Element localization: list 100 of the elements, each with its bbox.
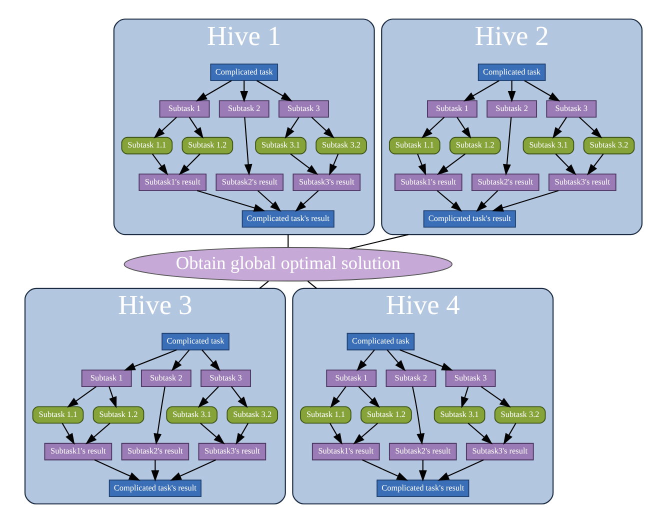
node-box: Subtask3's result <box>466 442 534 460</box>
node-box: Subtask 1.1 <box>300 406 352 424</box>
arrow <box>230 386 248 408</box>
arrow <box>358 386 380 408</box>
arrow <box>124 349 177 371</box>
node-box: Subtask 1.1 <box>32 406 84 424</box>
arrow <box>502 117 512 176</box>
node-box: Subtask 3 <box>445 370 496 387</box>
node-box: Subtask 1 <box>81 370 132 387</box>
node-ellipse: Obtain global optimal solution <box>124 247 452 282</box>
arrow <box>508 80 516 102</box>
node-box: Subtask 1 <box>159 100 210 118</box>
arrow <box>436 190 462 212</box>
arrow <box>329 154 339 176</box>
arrow <box>196 80 232 102</box>
arrow <box>503 422 516 445</box>
arrow <box>244 117 252 176</box>
arrow <box>555 154 576 176</box>
arrow <box>198 386 219 408</box>
arrow <box>202 350 220 372</box>
node-box: Subtask 1.2 <box>449 136 501 154</box>
node-box: Complicated task <box>162 332 230 350</box>
arrow <box>94 459 140 481</box>
arrow <box>284 116 300 139</box>
node-box: Subtask 3 <box>546 100 597 118</box>
node-box: Subtask 1 <box>427 100 478 118</box>
node-box: Subtask 1.1 <box>388 136 440 154</box>
arrow <box>171 350 190 372</box>
node-box: Complicated task <box>478 64 546 81</box>
arrow <box>330 422 342 445</box>
arrow <box>362 459 408 481</box>
arrow <box>151 460 160 482</box>
arrow <box>200 422 225 444</box>
node-box: Subtask 1.1 <box>121 136 173 154</box>
arrow <box>400 349 454 371</box>
node-box: Subtask1's result <box>44 442 112 460</box>
node-box: Subtask 2 <box>140 370 192 387</box>
arrow <box>438 459 484 481</box>
arrow <box>152 154 168 176</box>
node-box: Subtask3's result <box>548 174 616 192</box>
arrow <box>579 116 602 138</box>
node-box: Subtask 1.2 <box>182 136 234 154</box>
node-box: Subtask 3.2 <box>316 136 367 154</box>
node-box: Subtask 1 <box>326 370 377 387</box>
arrow <box>188 116 204 139</box>
arrow <box>412 386 425 445</box>
arrow <box>476 190 498 212</box>
arrow <box>353 422 378 444</box>
arrow <box>257 190 282 212</box>
arrow <box>256 80 293 102</box>
arrow <box>178 154 200 176</box>
node-box: Subtask1's result <box>394 174 462 192</box>
arrow <box>240 80 248 102</box>
node-box: Subtask1's result <box>312 442 380 460</box>
arrow <box>552 116 567 139</box>
node-box: Subtask 1.2 <box>92 406 144 424</box>
node-box: Subtask 2 <box>486 100 538 118</box>
arrow <box>236 422 249 445</box>
arrow <box>154 116 177 138</box>
node-box: Subtask3's result <box>198 442 266 460</box>
node-box: Subtask 3.2 <box>494 406 546 424</box>
node-box: Complicated task's result <box>242 210 334 228</box>
node-box: Subtask 3 <box>278 100 329 118</box>
arrow <box>468 422 493 444</box>
node-box: Subtask 3.1 <box>522 136 574 154</box>
node-box: Complicated task's result <box>108 480 202 497</box>
arrow <box>463 80 500 102</box>
arrow <box>524 80 560 102</box>
arrow <box>492 190 559 212</box>
arrow <box>587 154 604 176</box>
arrow <box>421 116 445 138</box>
arrow <box>456 116 472 139</box>
node-box: Complicated task <box>210 64 278 81</box>
arrow <box>386 350 406 372</box>
arrow <box>418 460 427 482</box>
node-box: Subtask2's result <box>121 442 190 460</box>
connector <box>259 280 269 289</box>
node-box: Complicated task's result <box>376 480 470 497</box>
node-box: Subtask 2 <box>218 100 270 118</box>
arrow <box>85 422 110 444</box>
node-box: Complicated task <box>346 332 415 350</box>
arrow <box>480 386 511 408</box>
node-box: Subtask 1.2 <box>360 406 412 424</box>
node-box: Subtask 3 <box>200 370 251 387</box>
node-box: Subtask 2 <box>386 370 436 387</box>
node-box: Subtask3's result <box>292 174 361 192</box>
node-box: Subtask2's result <box>216 174 284 192</box>
node-box: Subtask1's result <box>138 174 207 192</box>
arrow <box>62 422 75 445</box>
arrow <box>461 386 469 408</box>
arrow <box>311 116 335 138</box>
arrow <box>108 386 117 408</box>
arrow <box>417 154 426 176</box>
connector <box>288 234 289 248</box>
arrow <box>290 154 318 176</box>
arrow <box>154 386 166 445</box>
node-box: Subtask 3.2 <box>583 136 635 154</box>
arrow <box>295 190 319 212</box>
node-box: Subtask 3.1 <box>434 406 486 424</box>
arrow <box>196 190 266 212</box>
